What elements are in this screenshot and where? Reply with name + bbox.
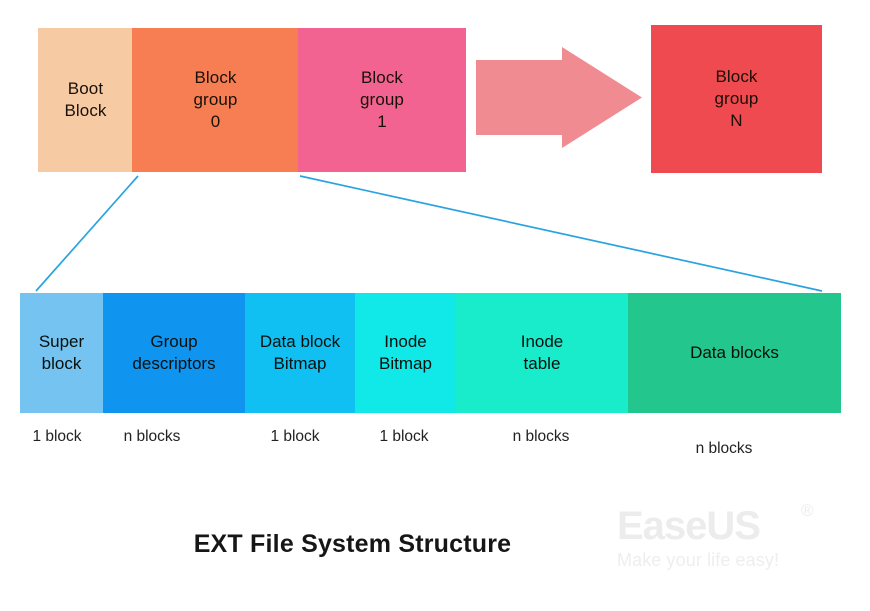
caption-data-blocks: n blocks	[695, 440, 753, 457]
segment-data-blocks: Data blocks	[628, 293, 841, 413]
figure-title: EXT File System Structure	[193, 530, 512, 558]
watermark: EaseUS ® Make your life easy!	[617, 502, 857, 571]
segment-super-block: Super block	[20, 293, 103, 413]
caption-data-block-bitmap: 1 block	[270, 428, 320, 445]
caption-super-block: 1 block	[32, 428, 82, 445]
caption-inode-table: n blocks	[512, 428, 570, 445]
block-boot-block: Boot Block	[38, 28, 133, 172]
segment-inode-bitmap: Inode Bitmap	[355, 293, 456, 413]
right-arrow-shape	[476, 47, 642, 148]
caption-inode-bitmap: 1 block	[379, 428, 429, 445]
caption-group-descriptors: n blocks	[123, 428, 181, 445]
watermark-tagline: Make your life easy!	[617, 550, 780, 570]
watermark-brand-text: EaseUS	[617, 504, 761, 548]
block-group-1: Block group 1	[298, 28, 466, 172]
right-arrow-icon	[476, 47, 642, 148]
connector-line-right	[299, 175, 823, 292]
block-group-layout-bar: Super block Group descriptors Data block…	[20, 293, 841, 413]
segment-inode-table: Inode table	[456, 293, 628, 413]
block-group-n: Block group N	[651, 25, 822, 173]
connector-line-left	[35, 175, 139, 292]
watermark-brand: EaseUS ®	[617, 502, 857, 548]
segment-data-block-bitmap: Data block Bitmap	[245, 293, 355, 413]
segment-group-descriptors: Group descriptors	[103, 293, 245, 413]
watermark-registered-icon: ®	[801, 501, 813, 520]
block-group-0: Block group 0	[132, 28, 299, 172]
